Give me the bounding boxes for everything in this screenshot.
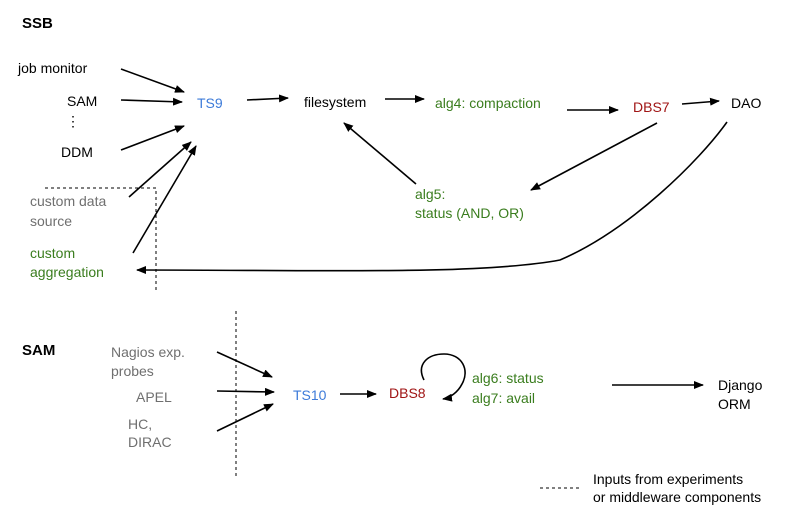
apel-label: APEL bbox=[136, 389, 172, 405]
dbs8-node: DBS8 bbox=[389, 385, 426, 401]
arrow-apel-ts10 bbox=[216, 387, 275, 396]
arrow-ddm-ts9 bbox=[120, 125, 185, 151]
legend-text: Inputs from experiments or middleware co… bbox=[593, 471, 761, 505]
ssb-arrows bbox=[120, 68, 728, 275]
ellipsis-label: ⋮ bbox=[66, 113, 80, 129]
ts9-node: TS9 bbox=[197, 95, 223, 111]
ssb-experiment-boundary bbox=[45, 187, 157, 292]
arrow-dbs7-alg5 bbox=[530, 122, 658, 191]
arrow-custom-aggregation-ts9 bbox=[132, 145, 197, 254]
arrow-custom-source-ts9 bbox=[128, 141, 192, 198]
job-monitor-label: job monitor bbox=[17, 60, 88, 76]
sam-arrows bbox=[216, 351, 704, 432]
loop-arrow-dbs8 bbox=[420, 353, 466, 402]
arrow-dbs7-dao bbox=[681, 97, 720, 106]
custom-aggregation-label: custom aggregation bbox=[30, 245, 104, 280]
custom-data-source-label: custom data source bbox=[30, 193, 110, 229]
sam-source-label: SAM bbox=[67, 93, 97, 109]
alg5-node: alg5: status (AND, OR) bbox=[415, 186, 524, 221]
hc-dirac-label: HC, DIRAC bbox=[128, 416, 172, 450]
dbs7-node: DBS7 bbox=[633, 99, 670, 115]
alg6-node: alg6: status bbox=[472, 370, 544, 386]
ts10-node: TS10 bbox=[293, 387, 327, 403]
arrow-nagios-ts10 bbox=[216, 351, 273, 378]
nagios-probes-label: Nagios exp. probes bbox=[111, 344, 189, 379]
dao-node: DAO bbox=[731, 95, 761, 111]
arrow-sam-ts9 bbox=[120, 97, 183, 106]
alg7-node: alg7: avail bbox=[472, 390, 535, 406]
arrow-alg5-filesystem bbox=[343, 122, 417, 185]
sam-section-title: SAM bbox=[22, 342, 55, 359]
arrow-job-monitor-ts9 bbox=[120, 68, 185, 93]
filesystem-node: filesystem bbox=[304, 94, 366, 110]
django-orm-node: Django ORM bbox=[718, 377, 766, 412]
arrow-ts9-filesystem bbox=[246, 94, 289, 103]
ddm-label: DDM bbox=[61, 144, 93, 160]
arrow-hc-ts10 bbox=[216, 403, 274, 432]
arrow-dao-custom-aggregation bbox=[136, 121, 728, 275]
alg4-node: alg4: compaction bbox=[435, 95, 541, 111]
ssb-section-title: SSB bbox=[22, 15, 53, 32]
